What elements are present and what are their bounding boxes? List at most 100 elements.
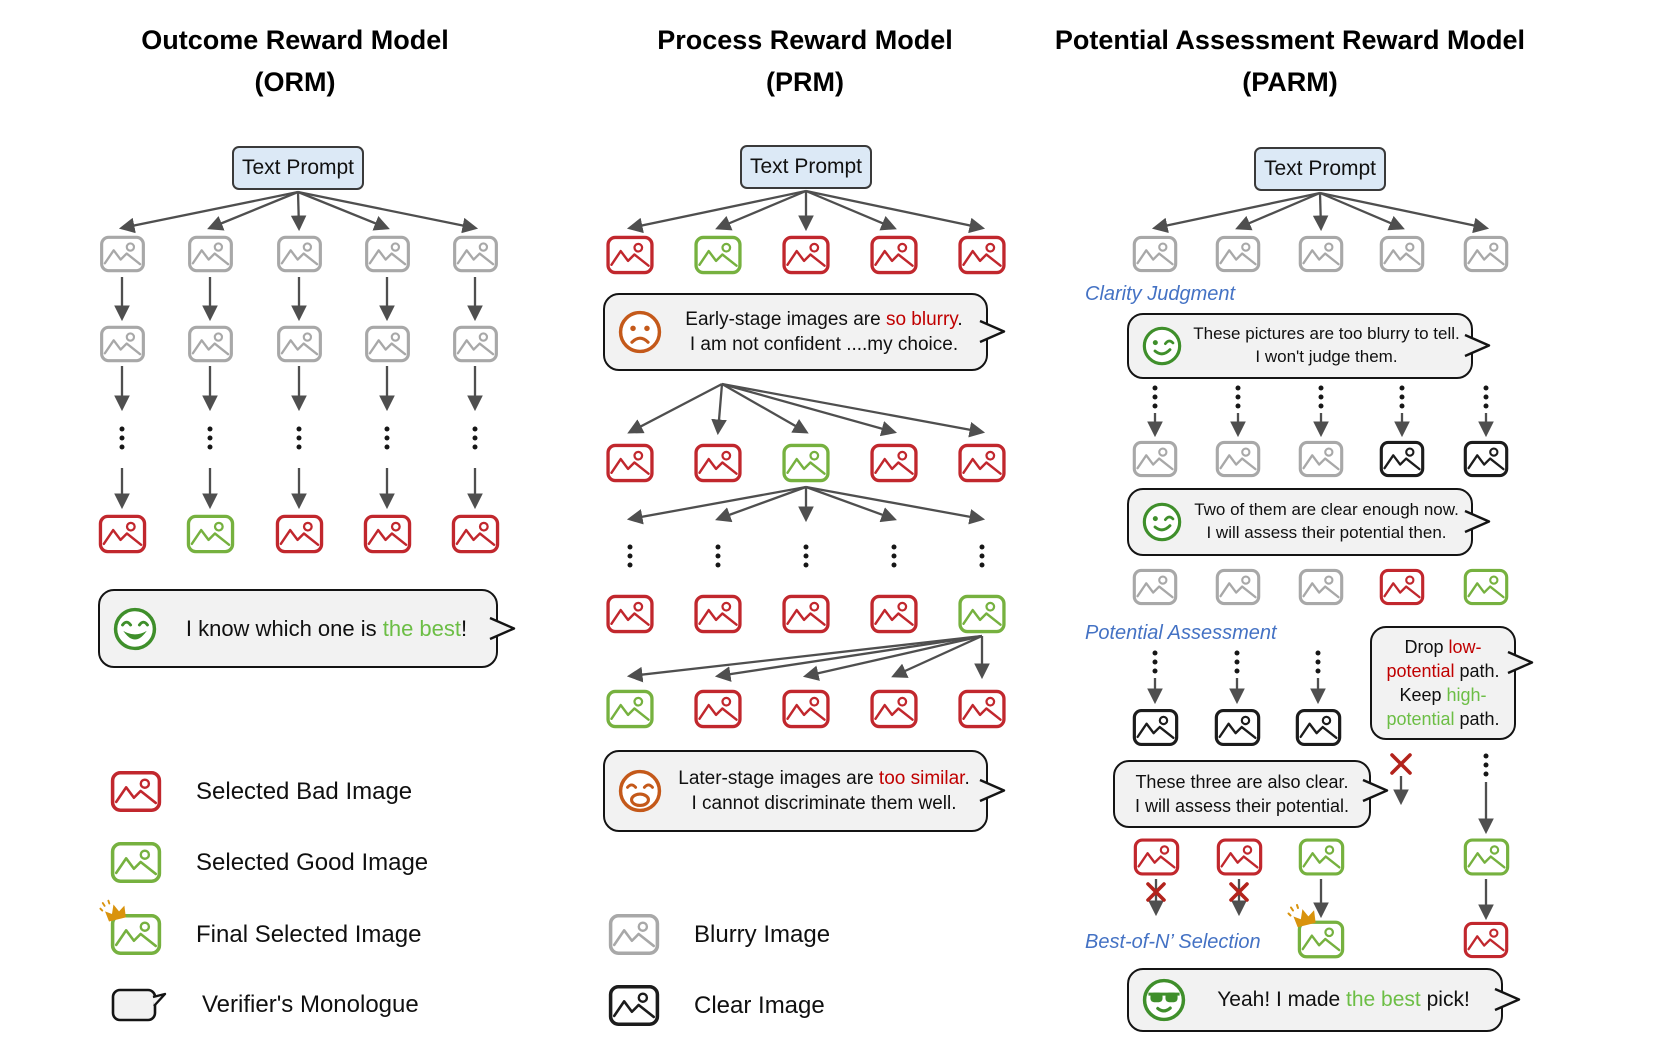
blurry-image-icon — [276, 325, 323, 363]
parm-title-line2: (PARM) — [1242, 66, 1338, 97]
blurry-image-icon — [1132, 568, 1178, 606]
bubble-text: Yeah! I made the best pick! — [1217, 987, 1470, 1011]
orm-text-prompt-box: Text Prompt — [232, 146, 364, 190]
blurry-image-icon — [1379, 235, 1425, 273]
parm-text-prompt-label: Text Prompt — [1263, 157, 1377, 180]
orm-text-prompt-label: Text Prompt — [241, 156, 355, 179]
bad-image-icon — [693, 443, 743, 483]
parm-text-prompt-box: Text Prompt — [1254, 147, 1386, 191]
prm-text-prompt-label: Text Prompt — [749, 155, 863, 178]
clear-image-icon — [1214, 708, 1261, 747]
bad-image-icon — [693, 594, 743, 634]
blurry-image-icon — [364, 235, 411, 273]
clarity-judgment-label: Clarity Judgment — [1085, 283, 1236, 305]
potential-assessment-label: Potential Assessment — [1085, 622, 1277, 644]
sad-face-icon — [618, 310, 662, 354]
bad-image-icon — [1133, 837, 1180, 877]
laughing-face-icon — [113, 607, 157, 651]
bad-image-icon — [781, 689, 831, 729]
legend-item-selected-bad: Selected Bad Image — [110, 770, 412, 813]
clear-image-icon — [1379, 440, 1425, 478]
parm-title: Potential Assessment Reward Model (PARM) — [1030, 20, 1550, 104]
bad-image-icon — [781, 235, 831, 275]
bubble-text: Drop low-potential path.Keep high-potent… — [1386, 636, 1500, 730]
bad-image-icon — [869, 689, 919, 729]
blurry-image-icon — [99, 325, 146, 363]
bubble-tail — [489, 616, 516, 642]
legend-label-verifier-monologue: Verifier's Monologue — [202, 991, 419, 1018]
prm-title-line1: Process Reward Model — [657, 25, 953, 55]
bad-image-icon — [1216, 837, 1263, 877]
orm-verifier-bubble: I know which one is the best! — [98, 589, 516, 668]
clear-image-icon — [1295, 708, 1342, 747]
bubble-tail — [1464, 509, 1491, 535]
wink-face-icon — [1142, 502, 1182, 542]
bad-image-icon — [98, 513, 147, 555]
parm-drop-keep-bubble: Drop low-potential path.Keep high-potent… — [1370, 626, 1534, 740]
orm-title: Outcome Reward Model (ORM) — [60, 20, 530, 104]
good-image-icon — [1297, 919, 1345, 960]
bubble-text: These three are also clear.I will assess… — [1134, 771, 1350, 816]
bad-image-icon — [869, 594, 919, 634]
blurry-image-icon — [1298, 568, 1344, 606]
good-image-icon — [1298, 837, 1345, 877]
crown-icon — [1287, 902, 1319, 930]
bubble-text: Early-stage images are so blurry.I am no… — [685, 308, 963, 355]
good-image-icon — [693, 235, 743, 275]
crown-icon — [99, 898, 129, 924]
blurry-image-icon — [1463, 235, 1509, 273]
blurry-image-icon — [364, 325, 411, 363]
blurry-image-icon — [608, 913, 660, 956]
orm-title-line2: (ORM) — [254, 66, 336, 97]
bad-image-icon — [451, 513, 500, 555]
good-image-icon — [957, 594, 1007, 634]
prm-early-stage-bubble: Early-stage images are so blurry.I am no… — [603, 293, 1006, 371]
blurry-image-icon — [1298, 235, 1344, 273]
bad-image-icon — [605, 443, 655, 483]
bad-image-icon — [781, 594, 831, 634]
bad-image-icon — [1379, 568, 1425, 606]
clear-image-icon — [608, 984, 660, 1027]
bad-image-icon — [275, 513, 324, 555]
blurry-image-icon — [276, 235, 323, 273]
legend-item-verifier-monologue: Verifier's Monologue — [110, 984, 419, 1026]
parm-title-line1: Potential Assessment Reward Model — [1054, 25, 1526, 55]
good-image-icon — [605, 689, 655, 729]
anguished-face-icon — [618, 769, 662, 813]
blurry-image-icon — [1132, 235, 1178, 273]
prm-later-stage-bubble: Later-stage images are too similar.I can… — [603, 750, 1006, 832]
clear-image-icon — [1132, 708, 1179, 747]
bubble-tail — [979, 778, 1006, 804]
prm-text-prompt-box: Text Prompt — [740, 145, 872, 189]
bad-image-icon — [110, 770, 162, 813]
wink-face-icon — [1142, 326, 1182, 366]
bad-image-icon — [957, 235, 1007, 275]
bad-image-icon — [605, 235, 655, 275]
legend-item-final-selected: Final Selected Image — [99, 899, 421, 956]
blurry-image-icon — [452, 325, 499, 363]
prm-title-line2: (PRM) — [766, 66, 844, 97]
blurry-image-icon — [1298, 440, 1344, 478]
good-image-icon — [1463, 837, 1510, 877]
bad-image-icon — [869, 443, 919, 483]
legend-label-clear: Clear Image — [694, 991, 825, 1019]
bad-image-icon — [1463, 920, 1509, 960]
best-of-n-selection-label: Best-of-N’ Selection — [1085, 931, 1261, 953]
good-image-icon — [781, 443, 831, 483]
clear-image-icon — [1463, 440, 1509, 478]
bubble-text: Two of them are clear enough now.I will … — [1194, 500, 1459, 542]
good-image-icon — [110, 841, 162, 884]
bad-image-icon — [605, 594, 655, 634]
bubble-tail — [979, 319, 1006, 345]
legend-label-selected-bad: Selected Bad Image — [196, 777, 413, 805]
legend-label-blurry: Blurry Image — [694, 920, 831, 948]
bubble-tail — [1362, 778, 1389, 804]
bad-image-icon — [693, 689, 743, 729]
bad-image-icon — [957, 443, 1007, 483]
blurry-image-icon — [1215, 235, 1261, 273]
crowned-image-icon — [99, 899, 162, 956]
bubble-tail — [1494, 987, 1521, 1013]
blurry-image-icon — [187, 235, 234, 273]
prm-title: Process Reward Model (PRM) — [620, 20, 990, 104]
